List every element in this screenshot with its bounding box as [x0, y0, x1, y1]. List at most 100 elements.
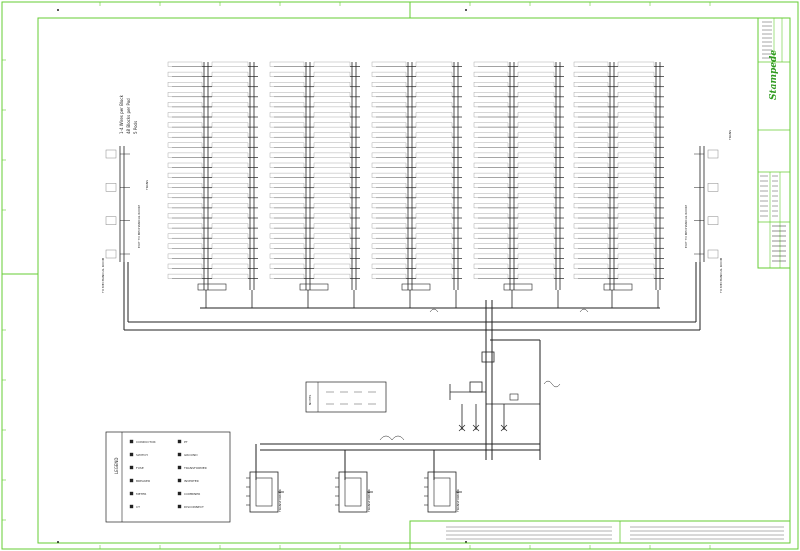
left-tower-label-b: EXIT TO MECHANICAL ROOM [137, 205, 141, 248]
solar-panel [573, 81, 609, 87]
solar-panel [573, 193, 609, 199]
solar-panel [473, 122, 509, 128]
notes-block-frame [409, 520, 791, 544]
solar-panel [517, 263, 555, 269]
solar-panel [573, 102, 609, 108]
solar-panel [473, 132, 509, 138]
solar-panel [517, 81, 555, 87]
solar-panel [211, 263, 249, 269]
solar-panel [415, 172, 453, 178]
legend-item-label: COMBINER [184, 492, 200, 496]
solar-panel [517, 193, 555, 199]
solar-panel [167, 263, 203, 269]
solar-panel [167, 152, 203, 158]
solar-panel [269, 253, 305, 259]
solar-panel [617, 253, 655, 259]
solar-panel [167, 132, 203, 138]
solar-panel [313, 273, 351, 279]
solar-panel [269, 122, 305, 128]
solar-panel [313, 223, 351, 229]
transformer-core [344, 477, 362, 507]
array-pod [573, 61, 664, 308]
solar-panel [313, 182, 351, 188]
solar-panel [269, 273, 305, 279]
solar-panel [617, 263, 655, 269]
solar-panel [167, 162, 203, 168]
solar-panel [573, 172, 609, 178]
solar-panel [473, 71, 509, 77]
solar-panel [313, 213, 351, 219]
solar-panel [211, 233, 249, 239]
solar-panel [415, 182, 453, 188]
solar-panel [517, 273, 555, 279]
solar-panel [517, 213, 555, 219]
solar-panel [617, 203, 655, 209]
solar-panel [313, 233, 351, 239]
legend-symbol [177, 491, 182, 496]
solar-panel [313, 61, 351, 67]
solar-panel [573, 243, 609, 249]
solar-panel [617, 71, 655, 77]
solar-panel [371, 61, 407, 67]
solar-panel [473, 81, 509, 87]
solar-panel [211, 243, 249, 249]
transformer-core [255, 477, 273, 507]
center-table-frame [305, 381, 387, 413]
legend-item-label: SWITCH [136, 453, 148, 457]
solar-panel [167, 102, 203, 108]
solar-panel [415, 132, 453, 138]
solar-panel [313, 112, 351, 118]
solar-panel [517, 223, 555, 229]
solar-panel [211, 162, 249, 168]
solar-panel [371, 152, 407, 158]
solar-panel [313, 172, 351, 178]
solar-panel [473, 102, 509, 108]
breaker-mark [472, 424, 480, 432]
solar-panel [617, 223, 655, 229]
solar-panel [517, 152, 555, 158]
center-table-label: NOTES [308, 395, 312, 405]
legend-symbol [177, 465, 182, 470]
solar-panel [371, 81, 407, 87]
solar-panel [617, 233, 655, 239]
solar-panel [269, 92, 305, 98]
solar-panel [269, 112, 305, 118]
combiner-box [401, 283, 431, 291]
solar-panel [617, 273, 655, 279]
solar-panel [573, 92, 609, 98]
solar-panel [573, 61, 609, 67]
right-tower-label-a: TRANS [728, 130, 732, 141]
solar-panel [313, 193, 351, 199]
solar-panel [517, 142, 555, 148]
solar-panel [313, 253, 351, 259]
solar-panel [371, 162, 407, 168]
solar-panel [211, 61, 249, 67]
array-note-line-1: 1-4 Wires per Block [119, 94, 124, 134]
tower-module [707, 216, 719, 225]
solar-panel [211, 132, 249, 138]
transformer-label-2: TRANSFORMER [367, 489, 371, 513]
solar-panel [617, 142, 655, 148]
legend-item-label: METER [136, 492, 146, 496]
array-note-line-2: 48 Blocks per Pod [126, 98, 131, 134]
solar-panel [313, 71, 351, 77]
solar-panel [167, 172, 203, 178]
switchgear-breaker [469, 381, 483, 393]
solar-panel [167, 203, 203, 209]
solar-panel [573, 112, 609, 118]
solar-panel [211, 213, 249, 219]
array-pod [269, 61, 360, 308]
solar-panel [573, 263, 609, 269]
solar-panel [573, 182, 609, 188]
solar-panel [617, 61, 655, 67]
array-pod [473, 61, 564, 308]
solar-panel [313, 81, 351, 87]
pad-transformer [424, 471, 462, 513]
center-table [305, 381, 387, 413]
legend-box: CONDUCTORSWITCHFUSEBREAKERMETERCTPTGROUN… [105, 431, 231, 523]
solar-panel [617, 81, 655, 87]
solar-array [167, 61, 664, 309]
solar-panel [517, 71, 555, 77]
transformer-label-3: TRANSFORMER [456, 489, 460, 513]
switchgear-breaker [481, 351, 495, 363]
